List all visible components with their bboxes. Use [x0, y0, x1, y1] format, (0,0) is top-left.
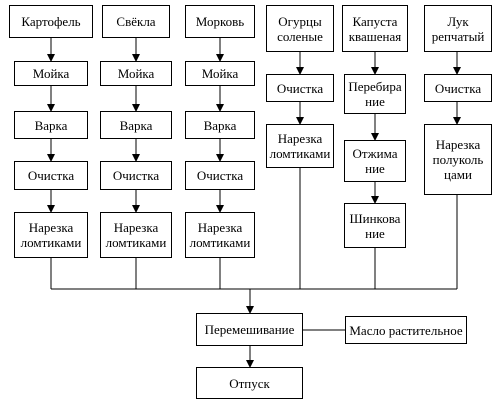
step-box: Шинкова ние — [344, 203, 406, 248]
ingredient-label: Свёкла — [116, 14, 156, 29]
ingredient-label: Капуста квашеная — [348, 13, 402, 44]
step-label: Нарезка ломтиками — [105, 220, 167, 250]
step-box: Очистка — [14, 161, 88, 190]
oil-label: Масло растительное — [349, 322, 463, 338]
step-label: Нарезка ломтиками — [20, 220, 82, 250]
step-label: Очистка — [276, 80, 324, 96]
step-label: Очистка — [27, 168, 75, 183]
step-box: Отжима ние — [344, 140, 406, 182]
step-label: Отжима ние — [352, 146, 398, 176]
oil-box: Масло растительное — [345, 316, 467, 344]
ingredient-onion: Лук репчатый — [424, 5, 492, 52]
step-label: Нарезка ломтиками — [189, 220, 251, 250]
step-label: Мойка — [117, 66, 155, 81]
ingredient-beet: Свёкла — [102, 5, 170, 38]
step-label: Варка — [34, 117, 68, 133]
release-label: Отпуск — [229, 375, 270, 391]
step-label: Нарезка ломтиками — [269, 131, 331, 161]
step-label: Очистка — [434, 80, 482, 96]
step-box: Варка — [14, 111, 88, 139]
ingredient-pickled-cucumbers: Огурцы соленые — [266, 5, 334, 52]
step-label: Варка — [119, 117, 153, 133]
step-box: Нарезка ломтиками — [266, 124, 334, 168]
step-label: Мойка — [201, 66, 239, 81]
release-box: Отпуск — [196, 367, 303, 399]
step-label: Очистка — [196, 168, 244, 183]
step-box: Нарезка ломтиками — [100, 212, 172, 258]
step-box: Очистка — [185, 161, 255, 190]
ingredient-sauerkraut: Капуста квашеная — [342, 5, 408, 52]
ingredient-label: Огурцы соленые — [277, 13, 323, 44]
step-label: Перебира ние — [348, 79, 402, 109]
ingredient-label: Морковь — [195, 14, 245, 29]
step-box: Варка — [100, 111, 172, 139]
step-box: Мойка — [185, 61, 255, 86]
step-box: Мойка — [100, 61, 172, 86]
ingredient-label: Картофель — [21, 14, 81, 29]
step-box: Мойка — [14, 61, 88, 86]
step-box: Нарезка полуколь цами — [424, 124, 492, 195]
ingredient-label: Лук репчатый — [431, 13, 485, 44]
step-label: Очистка — [112, 168, 160, 183]
mixing-label: Перемешивание — [204, 322, 295, 337]
ingredient-carrot: Морковь — [185, 5, 255, 38]
step-box: Нарезка ломтиками — [185, 212, 255, 258]
step-box: Варка — [185, 111, 255, 139]
mixing-box: Перемешивание — [196, 313, 303, 346]
step-box: Очистка — [100, 161, 172, 190]
step-box: Перебира ние — [344, 74, 406, 114]
step-box: Нарезка ломтиками — [14, 212, 88, 258]
step-label: Шинкова ние — [349, 210, 401, 241]
step-box: Очистка — [424, 74, 492, 102]
step-label: Варка — [203, 117, 237, 133]
step-label: Мойка — [32, 66, 70, 81]
step-box: Очистка — [266, 74, 334, 102]
step-label: Нарезка полуколь цами — [432, 137, 484, 182]
ingredient-potato: Картофель — [9, 5, 93, 38]
